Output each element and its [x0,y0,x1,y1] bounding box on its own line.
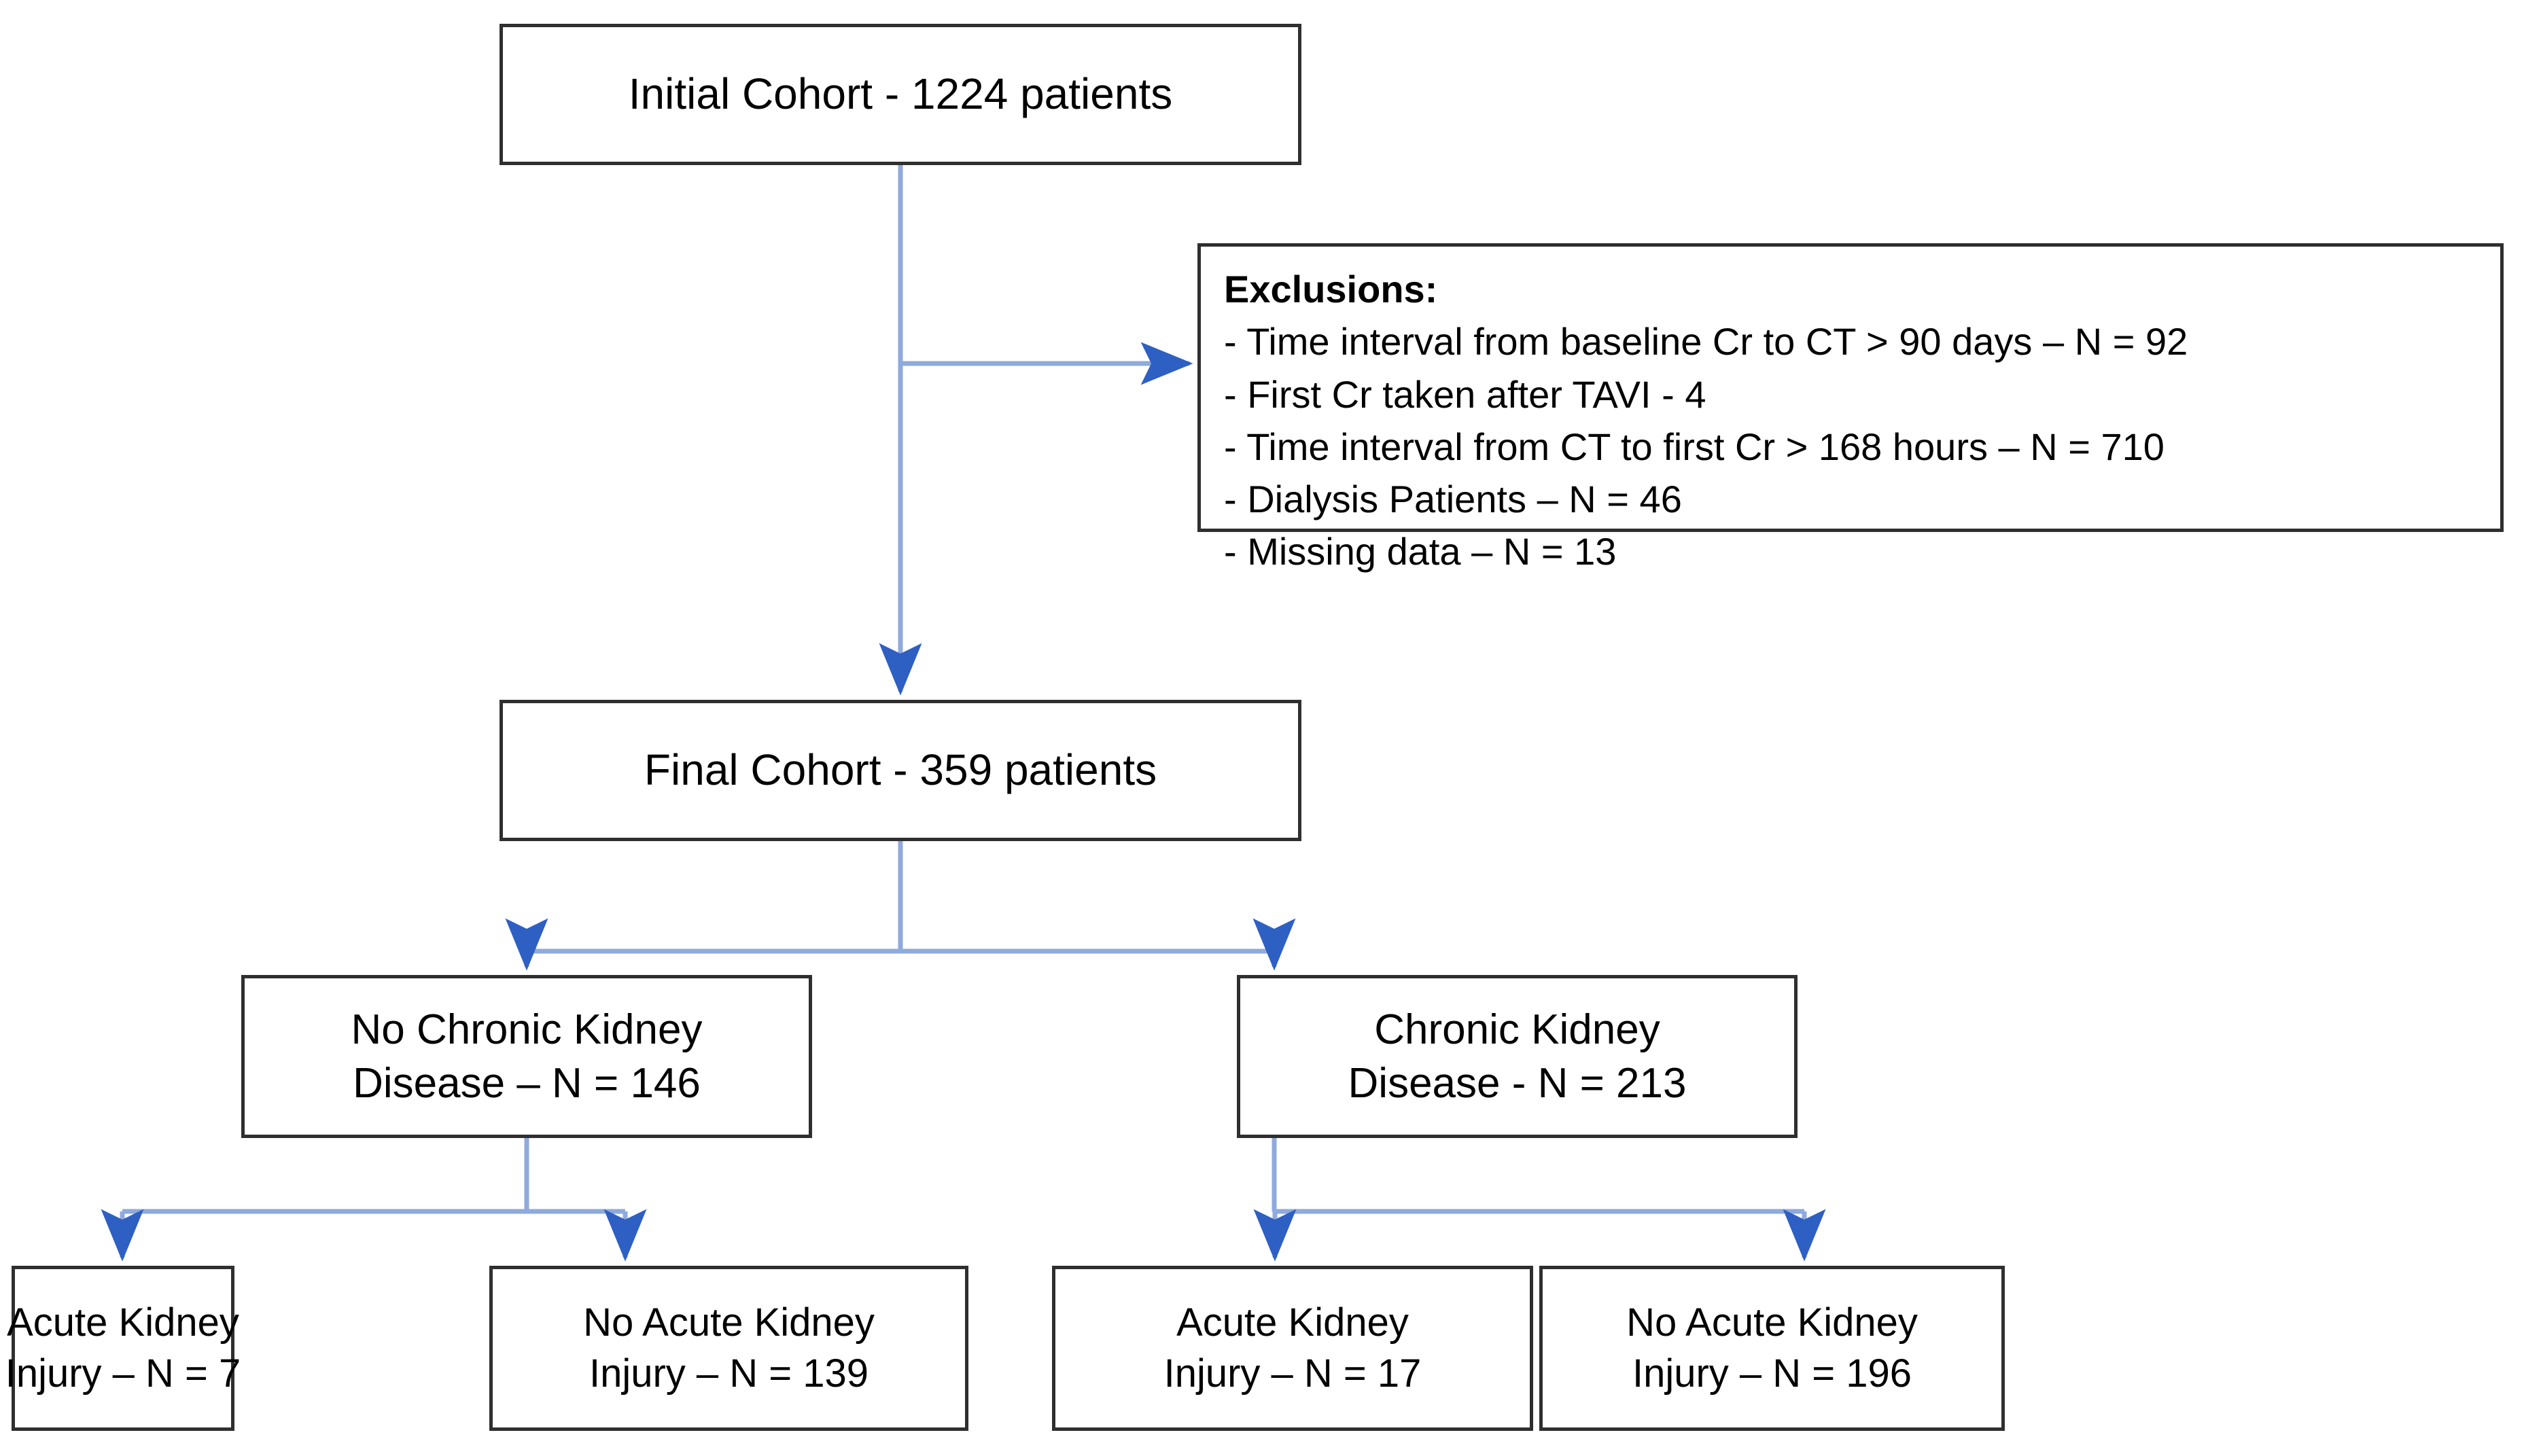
node-ckd-no-aki-line1: No Acute Kidney [1626,1300,1918,1345]
exclusion-item-2: - First Cr taken after TAVI - 4 [1224,372,1706,416]
exclusion-item-1: - Time interval from baseline Cr to CT >… [1224,320,2188,363]
node-no-ckd[interactable]: No Chronic Kidney Disease – N = 146 [241,975,812,1138]
node-no-ckd-line2: Disease – N = 146 [353,1060,701,1107]
node-final-cohort[interactable]: Final Cohort - 359 patients [499,700,1301,841]
node-exclusions[interactable]: Exclusions: - Time interval from baselin… [1197,243,2504,573]
node-ckd-no-aki-line2: Injury – N = 196 [1632,1351,1912,1396]
node-no-ckd-line1: No Chronic Kidney [351,1006,703,1053]
node-no-ckd-no-aki-line1: No Acute Kidney [583,1300,875,1345]
node-no-ckd-no-aki-line2: Injury – N = 139 [589,1351,869,1396]
node-initial-cohort-label: Initial Cohort - 1224 patients [628,69,1173,119]
node-ckd-no-aki[interactable]: No Acute Kidney Injury – N = 196 [1539,1266,2005,1431]
exclusion-item-4: - Dialysis Patients – N = 46 [1224,478,1682,521]
node-initial-cohort[interactable]: Initial Cohort - 1224 patients [499,24,1301,165]
node-no-ckd-aki-line2: Injury – N = 7 [5,1351,241,1396]
exclusions-title: Exclusions: [1224,268,1438,310]
node-ckd-aki-line1: Acute Kidney [1176,1300,1409,1345]
exclusion-item-3: - Time interval from CT to first Cr > 16… [1224,425,2164,468]
node-no-ckd-aki-line1: Acute Kidney [7,1300,239,1345]
node-no-ckd-no-aki[interactable]: No Acute Kidney Injury – N = 139 [489,1266,968,1431]
node-no-ckd-aki[interactable]: Acute Kidney Injury – N = 7 [5,1266,241,1431]
node-ckd-line2: Disease - N = 213 [1348,1060,1687,1107]
node-final-cohort-label: Final Cohort - 359 patients [644,745,1157,795]
node-ckd-aki[interactable]: Acute Kidney Injury – N = 17 [1052,1266,1533,1431]
exclusion-item-5: - Missing data – N = 13 [1224,530,1617,573]
node-ckd-line1: Chronic Kidney [1374,1006,1660,1053]
node-ckd-aki-line2: Injury – N = 17 [1163,1351,1422,1396]
node-ckd[interactable]: Chronic Kidney Disease - N = 213 [1237,975,1798,1138]
